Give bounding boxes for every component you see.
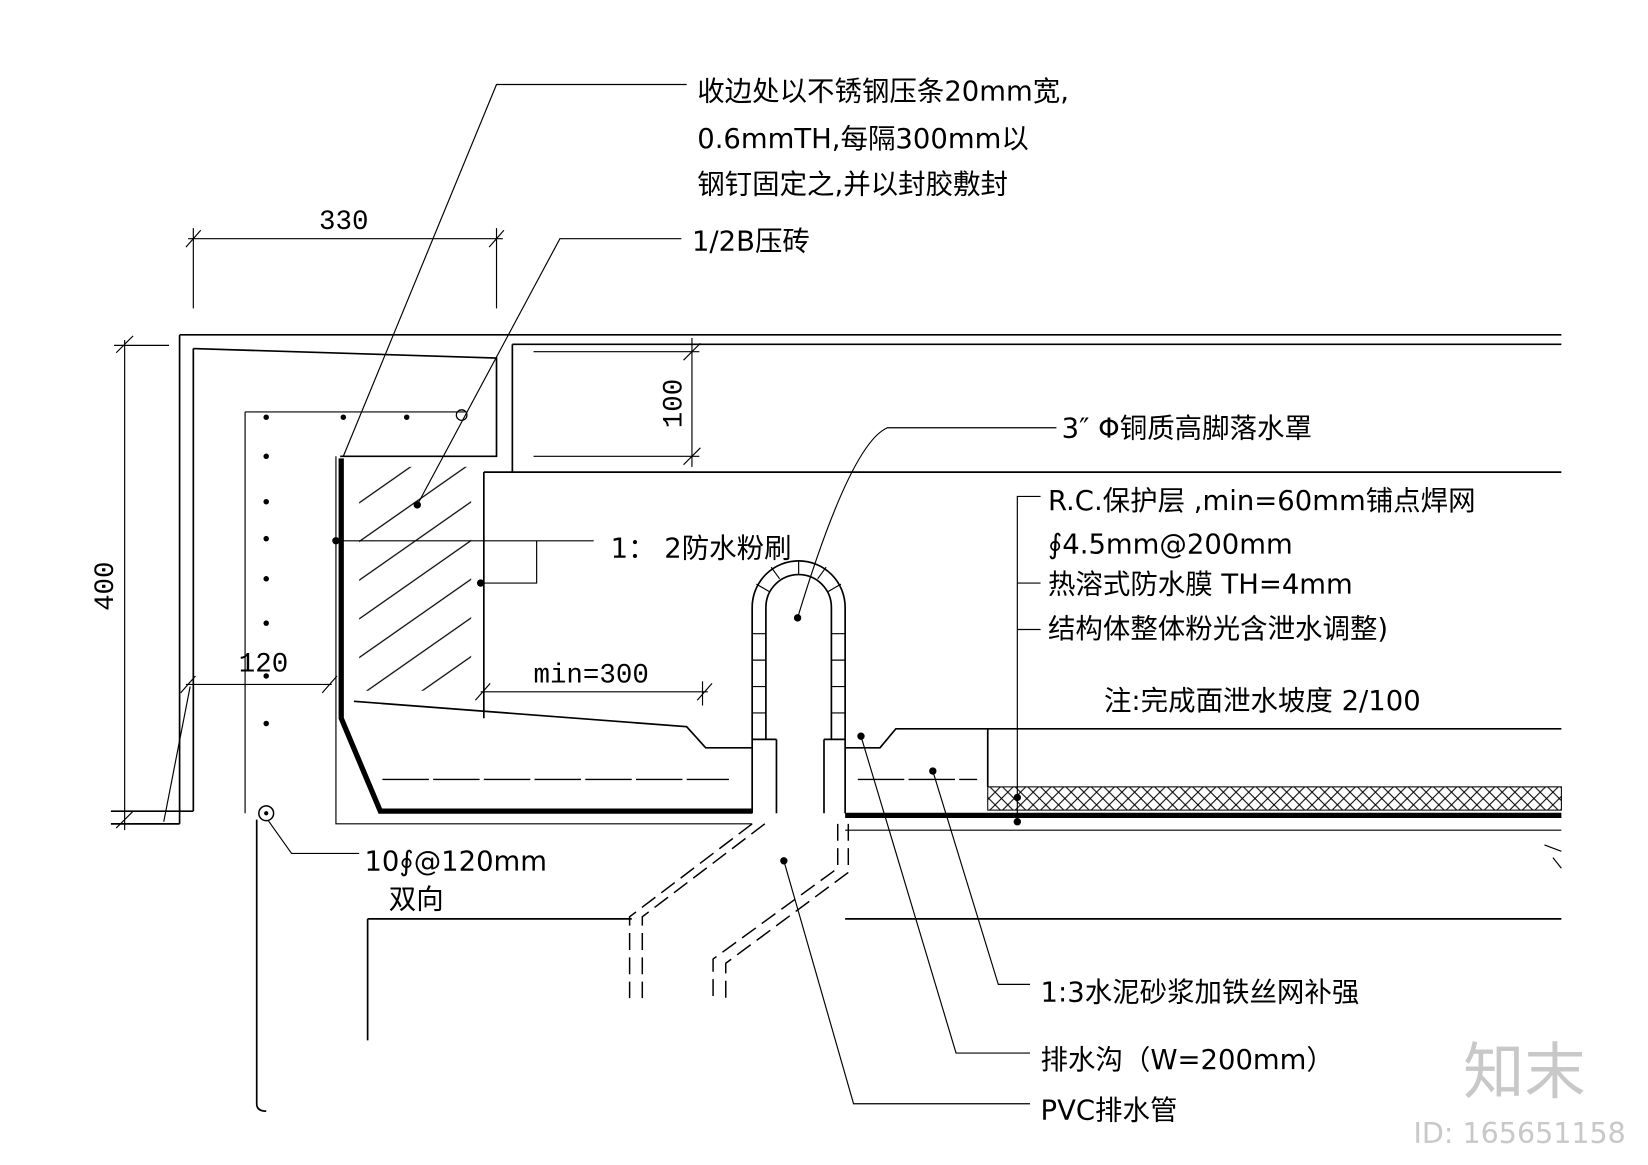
dim-100-line — [683, 337, 701, 467]
rebar-label: 10∮@120mm — [364, 846, 547, 877]
leader-rebar — [267, 820, 360, 854]
dim-120-line — [163, 675, 338, 822]
rebar-anchor-circle — [455, 409, 468, 422]
rebar-section-dot — [264, 811, 269, 816]
watermark-brand: 知末 — [1463, 1037, 1586, 1108]
dim-400-line — [114, 335, 170, 831]
dim-400-text: 400 — [91, 561, 122, 610]
edge-note-line-2: 0.6mmTH,每隔300mm以 — [697, 124, 1029, 155]
coping-inner-line — [193, 347, 498, 458]
watermark-id: ID: 165651158 — [1413, 1117, 1625, 1150]
leader-plaster — [335, 540, 594, 584]
rebar-upper — [244, 411, 465, 814]
leader-gutter-dot — [857, 732, 865, 740]
gutter-floor-right — [845, 727, 1562, 749]
drain-cover-label: 3″ Φ铜质高脚落水罩 — [1062, 413, 1312, 444]
rc-mesh-label: ∮4.5mm@200mm — [1048, 529, 1293, 560]
leader-brick — [416, 238, 682, 506]
pvc-pipe-label: PVC排水管 — [1041, 1096, 1178, 1127]
membrane-label: 热溶式防水膜 TH=4mm — [1048, 570, 1353, 601]
dim-330-line — [185, 228, 505, 309]
pvc-pipe-dashed-2 — [641, 823, 766, 999]
rebar-dots — [263, 414, 410, 727]
edge-note-line-1: 收边处以不锈钢压条20mm宽, — [697, 76, 1069, 107]
leader-drain-cover-dot — [793, 614, 802, 622]
dim-120-text: 120 — [239, 650, 288, 681]
parapet-base-lines — [110, 810, 194, 825]
leader-rc-layers — [1016, 495, 1041, 824]
membrane-outer-line — [335, 456, 753, 825]
leader-pvc — [783, 860, 1030, 1105]
rc-cover-crosshatch — [987, 786, 1562, 811]
dim-100-extension-lines — [533, 351, 700, 457]
dim-330-text: 330 — [319, 207, 368, 238]
waterproof-membrane-left — [338, 458, 753, 814]
mortar-label: 1:3水泥砂浆加铁丝网补强 — [1041, 977, 1360, 1008]
pvc-pipe-dashed-3 — [712, 823, 839, 999]
rebar-direction-label: 双向 — [389, 884, 444, 915]
break-mark — [1544, 844, 1562, 869]
leader-drain-cover — [797, 427, 1057, 619]
dim-min300-line — [474, 681, 713, 706]
gutter-floor-left — [353, 700, 753, 749]
drain-cover-inner-arch — [765, 573, 833, 740]
rc-cover-label: R.C.保护层 ,min=60mm铺点焊网 — [1048, 486, 1476, 517]
rebar-vertical — [255, 819, 267, 1112]
leader-rc-dot-1 — [1013, 793, 1022, 802]
leader-brick-dot — [413, 501, 421, 509]
leader-pvc-dot — [780, 857, 788, 865]
leader-edge-note — [342, 83, 687, 457]
edge-note-line-3: 钢钉固定之,并以封胶敷封 — [697, 169, 1008, 200]
structure-label: 结构体整体粉光含泄水调整) — [1048, 614, 1388, 645]
gutter-label: 排水沟（W=200mm） — [1041, 1045, 1334, 1076]
leader-mortar — [932, 770, 1030, 985]
leader-rc-dot-2 — [1013, 818, 1022, 826]
leader-plaster-dot-1 — [332, 537, 340, 545]
dim-100-text: 100 — [659, 379, 690, 428]
dim-min300-text: min=300 — [533, 660, 648, 691]
drain-channel-walls — [751, 738, 846, 814]
plaster-label: 1： 2防水粉刷 — [611, 534, 792, 565]
half-brick-hatch — [359, 466, 472, 691]
drain-cover-ribs — [752, 560, 846, 714]
leader-gutter — [860, 736, 1030, 1054]
brick-label: 1/2B压砖 — [692, 226, 810, 257]
slope-note-label: 注:完成面泄水坡度 2/100 — [1104, 686, 1421, 717]
leader-mortar-dot — [929, 767, 937, 775]
pvc-pipe-dashed-1 — [628, 823, 753, 999]
pvc-pipe-dashed-4 — [725, 823, 850, 999]
leader-plaster-dot-2 — [476, 579, 485, 587]
rebar-section-circle — [258, 805, 275, 822]
